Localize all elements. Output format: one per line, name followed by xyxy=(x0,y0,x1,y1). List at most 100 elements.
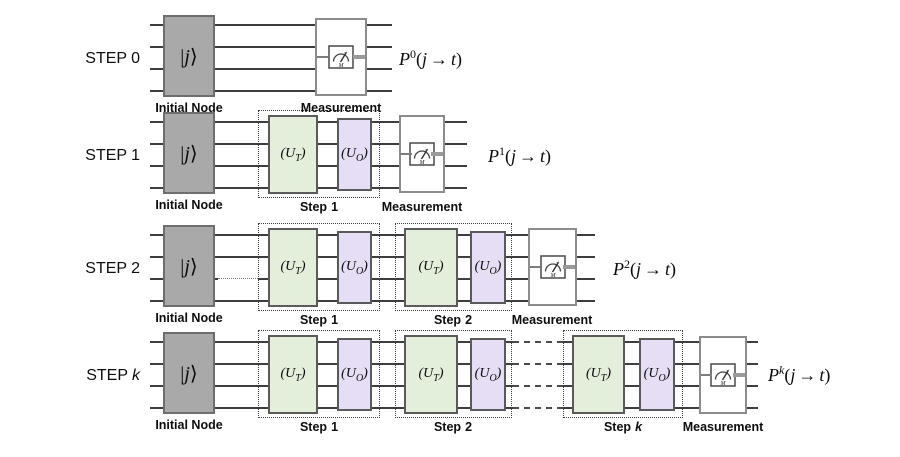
stepk-measurement-box: M xyxy=(699,336,747,414)
step0-wire-4 xyxy=(150,90,392,92)
row-label-word: STEP xyxy=(85,260,128,277)
row-label-word: STEP xyxy=(85,50,128,67)
stepk-initial-node-box: |j⟩ xyxy=(163,332,215,414)
ut-gate-label: (UT) xyxy=(585,365,612,384)
stepk-probability-label: Pk(j→t) xyxy=(768,363,831,385)
step1-measurement-caption: Measurement xyxy=(381,200,463,214)
step2-group1-ut-gate: (UT) xyxy=(268,228,318,307)
step1-initial-node-caption: Initial Node xyxy=(155,198,223,212)
meter-in-wire xyxy=(701,374,712,376)
svg-text:M: M xyxy=(720,381,727,387)
uo-gate-label: (UO) xyxy=(474,258,502,277)
meter-icon: M xyxy=(328,45,354,69)
step1-uo-gate: (UO) xyxy=(337,118,372,191)
stepk-groupk-ut-gate: (UT) xyxy=(572,335,625,414)
ut-gate-label: (UT) xyxy=(418,258,444,277)
step2-wire-2 xyxy=(150,256,595,258)
ket-j-label: |j⟩ xyxy=(180,362,198,385)
step2-probability-label: P2(j→t) xyxy=(613,257,677,279)
ket-j-label: |j⟩ xyxy=(180,255,198,278)
stepk-initial-node-caption: Initial Node xyxy=(155,418,223,432)
step1-group1-outline xyxy=(258,110,380,198)
step0-wire-3 xyxy=(150,68,392,70)
stepk-group1-uo-gate: (UO) xyxy=(337,338,372,411)
stepk-wire-2a xyxy=(150,363,513,365)
stepk-wire-1-ellipsis xyxy=(513,341,563,343)
stepk-wire-3a xyxy=(150,385,513,387)
step2-initial-node-box: |j⟩ xyxy=(163,225,215,307)
step0-initial-node-box: |j⟩ xyxy=(163,15,215,97)
ket-j-label: |j⟩ xyxy=(180,45,198,68)
meter-out-wire xyxy=(353,55,365,59)
ket-j-label: |j⟩ xyxy=(180,142,198,165)
row-label-index: 1 xyxy=(131,147,140,164)
meter-in-wire xyxy=(530,266,541,268)
step2-group2-uo-gate: (UO) xyxy=(470,231,506,304)
ut-gate-label: (UT) xyxy=(280,365,306,384)
svg-text:M: M xyxy=(338,63,345,69)
step2-wire-4 xyxy=(150,300,595,302)
stepk-group2-ut-gate: (UT) xyxy=(404,335,458,414)
stepk-group1-outline xyxy=(258,330,380,418)
ut-gate-label: (UT) xyxy=(418,365,444,384)
row-label-index: k xyxy=(132,367,140,384)
stepk-groupk-uo-gate: (UO) xyxy=(639,338,675,411)
uo-gate-label: (UO) xyxy=(341,145,368,164)
step0-wire-2 xyxy=(150,46,392,48)
step2-measurement-caption: Measurement xyxy=(511,313,593,327)
ut-gate-label: (UT) xyxy=(280,258,306,277)
stepk-groupk-outline xyxy=(563,330,683,418)
svg-text:M: M xyxy=(549,273,556,279)
step2-group2-outline xyxy=(395,223,512,311)
meter-in-wire xyxy=(401,153,412,155)
row-label-index: 2 xyxy=(131,260,140,277)
stepk-wire-3-ellipsis xyxy=(513,385,563,387)
step2-measurement-box: M xyxy=(528,228,577,306)
step1-measurement-box: M xyxy=(399,115,445,193)
meter-out-wire xyxy=(431,152,443,156)
uo-gate-label: (UO) xyxy=(341,365,368,384)
stepk-measurement-caption: Measurement xyxy=(682,420,764,434)
stepk-group2-outline xyxy=(395,330,512,418)
step1-ut-gate: (UT) xyxy=(268,115,318,194)
stepk-wire-2-ellipsis xyxy=(513,363,563,365)
meter-icon: M xyxy=(710,363,736,387)
step0-wire-1 xyxy=(150,24,392,26)
ut-gate-label: (UT) xyxy=(280,145,306,164)
step2-initial-node-caption: Initial Node xyxy=(155,311,223,325)
uo-gate-label: (UO) xyxy=(474,365,502,384)
step2-wire-3-dotted xyxy=(218,278,258,279)
row-label-word: STEP xyxy=(86,367,128,384)
meter-in-wire xyxy=(317,56,328,58)
row-label-index: 0 xyxy=(131,50,140,67)
stepk-group2-uo-gate: (UO) xyxy=(470,338,506,411)
step2-group2-ut-gate: (UT) xyxy=(404,228,458,307)
meter-out-wire xyxy=(563,265,575,269)
step0-measurement-caption: Measurement xyxy=(300,101,382,115)
row-label-word: STEP xyxy=(85,147,128,164)
meter-icon: M xyxy=(539,255,566,279)
step1-initial-node-box: |j⟩ xyxy=(163,112,215,194)
step0-measurement-box: M xyxy=(315,18,367,96)
uo-gate-label: (UO) xyxy=(643,365,671,384)
stepk-wire-4-ellipsis xyxy=(513,407,563,409)
stepk-group1-ut-gate: (UT) xyxy=(268,335,318,414)
step2-wire-1 xyxy=(150,234,595,236)
meter-out-wire xyxy=(733,373,745,377)
step2-group1-outline xyxy=(258,223,380,311)
stepk-wire-4a xyxy=(150,407,513,409)
step0-initial-node-caption: Initial Node xyxy=(155,101,223,115)
step2-group1-uo-gate: (UO) xyxy=(337,231,372,304)
uo-gate-label: (UO) xyxy=(341,258,368,277)
